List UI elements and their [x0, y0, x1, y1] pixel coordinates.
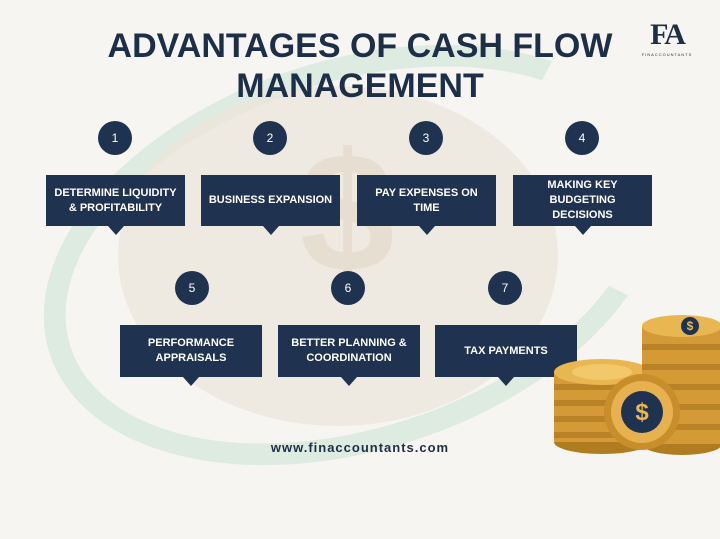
step-number-1: 1: [98, 121, 132, 155]
step-box-3: PAY EXPENSES ON TIME: [357, 175, 496, 235]
footer-website: www.finaccountants.com: [270, 440, 450, 455]
step-number-3: 3: [409, 121, 443, 155]
logo-mark: FA: [650, 18, 686, 51]
step-box-7: TAX PAYMENTS: [435, 325, 577, 386]
coin-stack-illustration: $ $: [554, 315, 720, 455]
company-logo: FA FINACCOUNTANTS: [632, 18, 702, 58]
step-box-4: MAKING KEY BUDGETING DECISIONS: [513, 175, 652, 235]
step-number-4: 4: [565, 121, 599, 155]
step-number-2: 2: [253, 121, 287, 155]
step-box-1: DETERMINE LIQUIDITY & PROFITABILITY: [46, 175, 185, 235]
coin-dollar-icon-small: $: [687, 319, 694, 333]
step-box-5: PERFORMANCE APPRAISALS: [120, 325, 262, 386]
step-box-6: BETTER PLANNING & COORDINATION: [278, 325, 420, 386]
step-number-5: 5: [175, 271, 209, 305]
coin-stack-back: [554, 359, 650, 454]
step-number-6: 6: [331, 271, 365, 305]
coin-dollar-icon: $: [635, 399, 649, 426]
logo-text: FINACCOUNTANTS: [641, 52, 693, 57]
coin-front: [604, 374, 680, 450]
step-box-2: BUSINESS EXPANSION: [201, 175, 340, 235]
step-number-7: 7: [488, 271, 522, 305]
page-title: ADVANTAGES OF CASH FLOW MANAGEMENT: [107, 27, 613, 105]
